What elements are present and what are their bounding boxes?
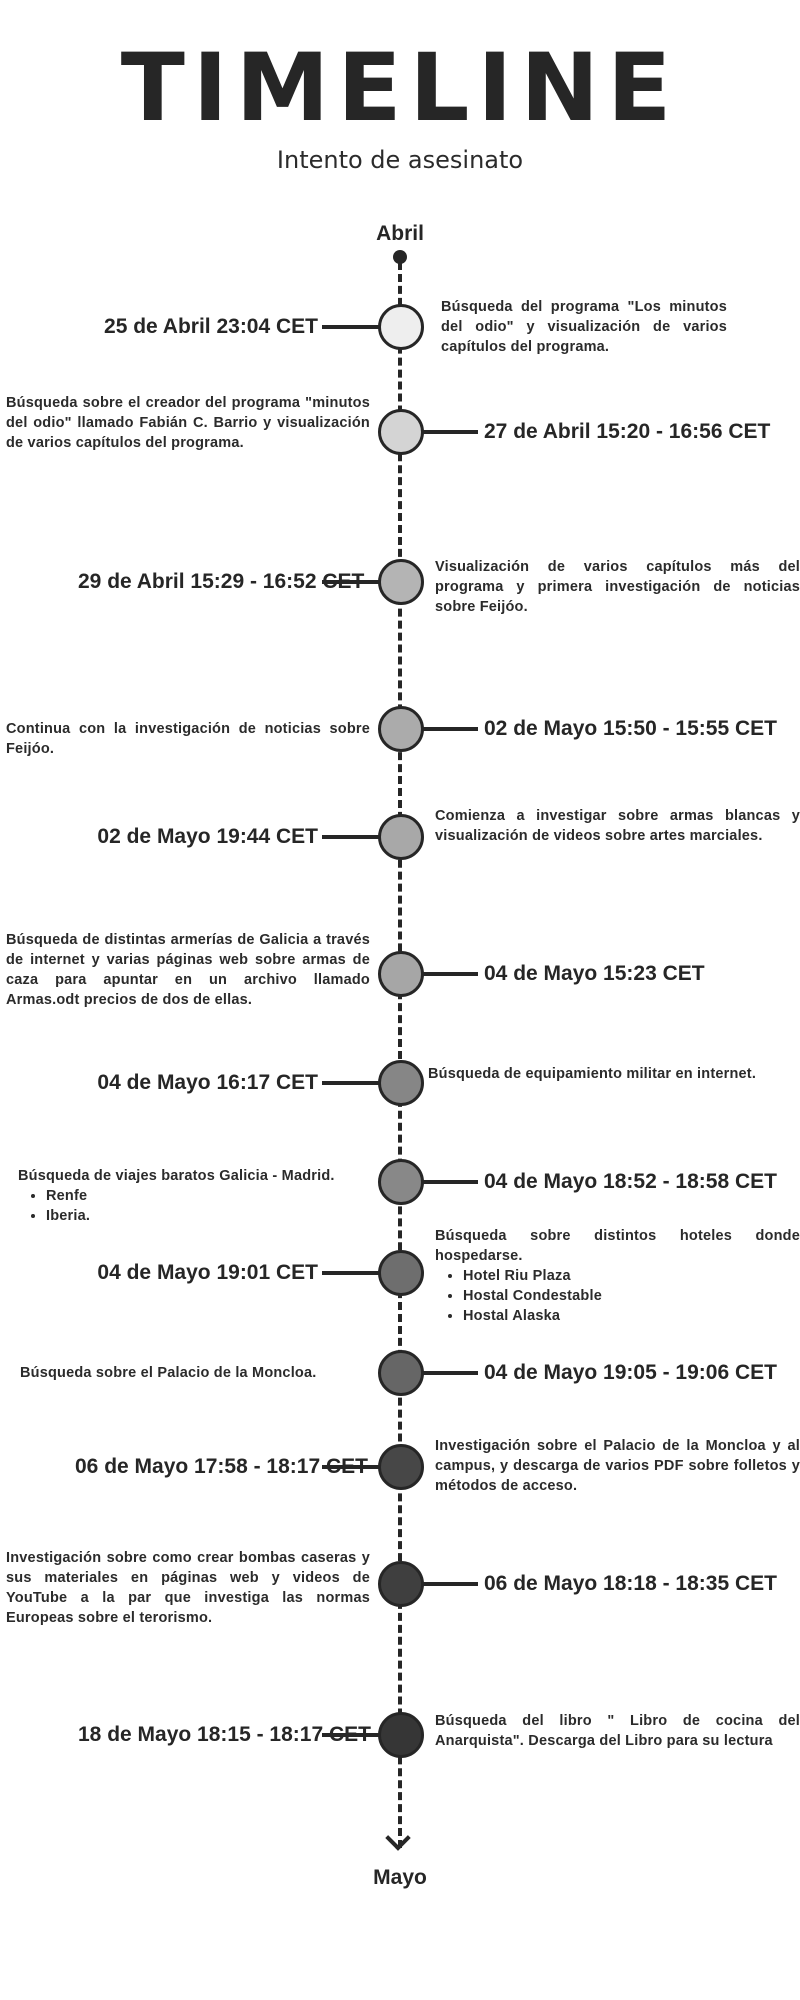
event-description: Investigación sobre el Palacio de la Mon… [435,1436,800,1496]
event-description: Búsqueda sobre distintos hoteles donde h… [435,1226,800,1326]
event-date: 04 de Mayo 19:01 CET [97,1261,318,1284]
event-description: Búsqueda del libro " Libro de cocina del… [435,1711,800,1751]
event-description-text: Investigación sobre el Palacio de la Mon… [435,1438,800,1494]
timeline-end-label: Mayo [373,1866,427,1889]
event-bullet-list: Hotel Riu PlazaHostal CondestableHostal … [435,1266,800,1326]
event-description: Investigación sobre como crear bombas ca… [6,1548,370,1628]
event-description-text: Visualización de varios capítulos más de… [435,559,800,615]
event-description: Búsqueda del programa "Los minutos del o… [441,297,727,357]
event-description-text: Búsqueda del programa "Los minutos del o… [441,299,727,355]
timeline-node [378,304,424,350]
timeline-connector [418,972,478,976]
timeline-connector [322,325,382,329]
timeline-node [378,1250,424,1296]
timeline-start-dot [393,250,407,264]
timeline-node [378,1350,424,1396]
event-description: Visualización de varios capítulos más de… [435,557,800,617]
timeline-node [378,1444,424,1490]
page-title: TIMELINE [120,34,680,143]
event-description: Búsqueda de distintas armerías de Galici… [6,930,370,1010]
event-description-text: Búsqueda del libro " Libro de cocina del… [435,1713,800,1749]
timeline-node [378,1060,424,1106]
timeline-connector [322,835,382,839]
event-date: 04 de Mayo 18:52 - 18:58 CET [484,1170,777,1193]
event-bullet-item: Hostal Alaska [463,1306,800,1326]
event-description-text: Búsqueda sobre el Palacio de la Moncloa. [20,1365,317,1381]
event-description: Búsqueda sobre el Palacio de la Moncloa. [20,1363,375,1383]
event-description: Comienza a investigar sobre armas blanca… [435,806,800,846]
timeline-node [378,951,424,997]
event-bullet-list: RenfeIberia. [18,1186,380,1226]
event-date: 04 de Mayo 15:23 CET [484,962,705,985]
event-description-text: Búsqueda sobre distintos hoteles donde h… [435,1228,800,1264]
event-date: 06 de Mayo 18:18 - 18:35 CET [484,1572,777,1595]
event-description-text: Búsqueda sobre el creador del programa "… [6,395,370,451]
event-date: 06 de Mayo 17:58 - 18:17 CET [75,1455,368,1478]
event-date: 18 de Mayo 18:15 - 18:17 CET [78,1723,371,1746]
timeline-node [378,559,424,605]
timeline-connector [418,430,478,434]
timeline-node [378,1561,424,1607]
timeline-node [378,1159,424,1205]
timeline-connector [418,727,478,731]
timeline-connector [418,1582,478,1586]
timeline-connector [322,1733,382,1737]
event-bullet-item: Iberia. [46,1206,380,1226]
event-description: Búsqueda de viajes baratos Galicia - Mad… [18,1166,380,1226]
page-subtitle: Intento de asesinato [276,146,524,174]
event-description-text: Búsqueda de viajes baratos Galicia - Mad… [18,1168,335,1184]
event-bullet-item: Hotel Riu Plaza [463,1266,800,1286]
event-bullet-item: Renfe [46,1186,380,1206]
event-date: 04 de Mayo 19:05 - 19:06 CET [484,1361,777,1384]
timeline-node [378,706,424,752]
event-bullet-item: Hostal Condestable [463,1286,800,1306]
timeline-connector [322,1271,382,1275]
event-date: 02 de Mayo 15:50 - 15:55 CET [484,717,777,740]
event-description-text: Búsqueda de distintas armerías de Galici… [6,932,370,1008]
timeline-connector [322,580,382,584]
timeline-node [378,814,424,860]
event-date: 27 de Abril 15:20 - 16:56 CET [484,420,771,443]
timeline-connector [322,1081,382,1085]
timeline-connector [418,1371,478,1375]
timeline-node [378,409,424,455]
timeline-connector [322,1465,382,1469]
event-date: 25 de Abril 23:04 CET [104,315,318,338]
event-date: 04 de Mayo 16:17 CET [97,1071,318,1094]
event-description-text: Búsqueda de equipamiento militar en inte… [428,1066,757,1082]
event-description: Continua con la investigación de noticia… [6,719,370,759]
timeline-node [378,1712,424,1758]
event-description-text: Investigación sobre como crear bombas ca… [6,1550,370,1626]
timeline-start-label: Abril [376,222,424,245]
event-description: Búsqueda sobre el creador del programa "… [6,393,370,453]
event-date: 02 de Mayo 19:44 CET [97,825,318,848]
event-description-text: Continua con la investigación de noticia… [6,721,370,757]
arrow-down-icon [385,1825,411,1851]
timeline-axis [398,262,402,1848]
event-description: Búsqueda de equipamiento militar en inte… [428,1064,793,1084]
timeline-connector [418,1180,478,1184]
event-date: 29 de Abril 15:29 - 16:52 CET [78,570,365,593]
event-description-text: Comienza a investigar sobre armas blanca… [435,808,800,844]
